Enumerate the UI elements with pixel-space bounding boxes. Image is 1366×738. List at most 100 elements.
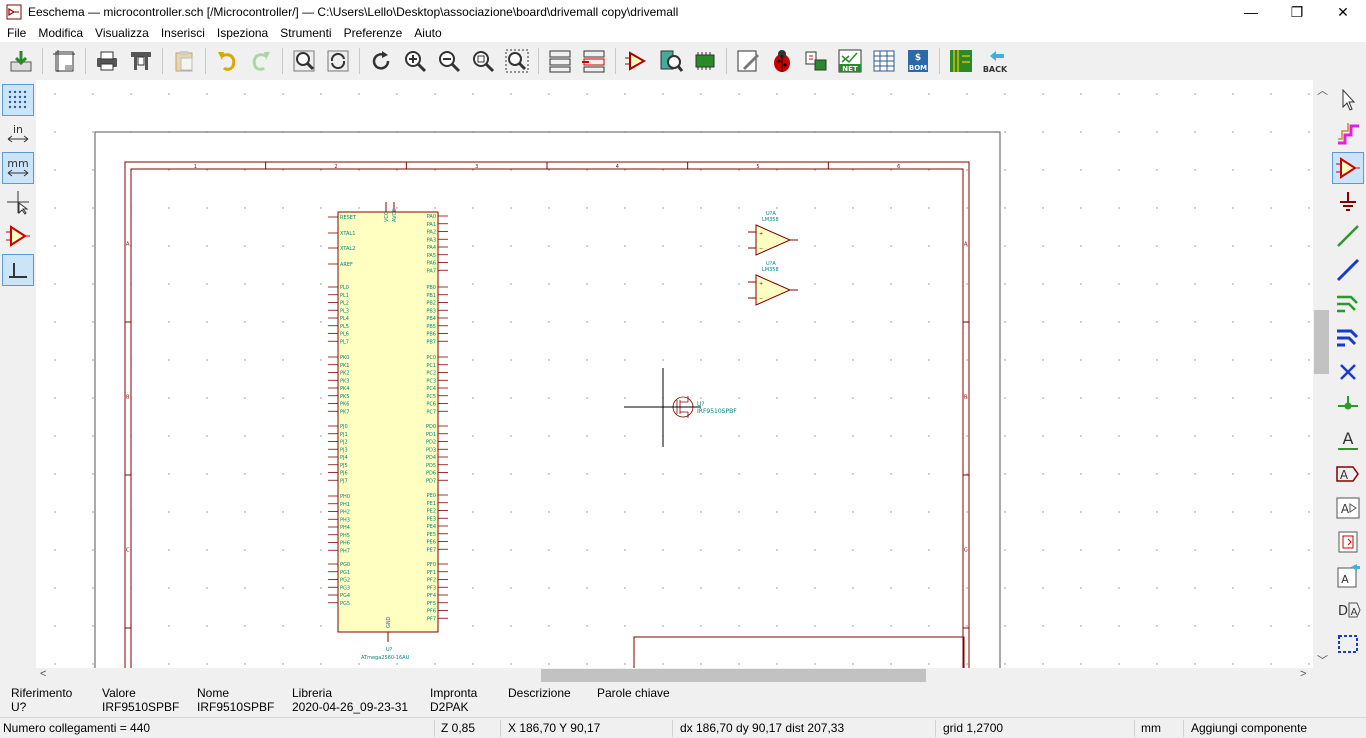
status-connections: Numero collegamenti = 440 [3, 721, 151, 735]
show-hidden-pins-button[interactable] [2, 220, 34, 252]
find-button[interactable] [289, 46, 319, 76]
opamp-1-symbol[interactable]: + − U?A LM358 [748, 211, 798, 256]
page-settings-button[interactable] [49, 46, 79, 76]
select-tool-button[interactable] [1332, 84, 1364, 116]
menu-visualizza[interactable]: Visualizza [95, 26, 149, 40]
add-sheet-button[interactable] [1332, 526, 1364, 558]
menu-modifica[interactable]: Modifica [38, 26, 84, 40]
menu-ispeziona[interactable]: Ispeziona [216, 26, 269, 40]
svg-text:A: A [1341, 573, 1349, 586]
add-hierarchical-label-button[interactable]: A [1332, 492, 1364, 524]
add-bus-button[interactable] [1332, 254, 1364, 286]
netlist-button[interactable]: NET [835, 46, 865, 76]
info-reference-label: Riferimento [11, 686, 73, 700]
redo-button[interactable] [246, 46, 276, 76]
maximize-button[interactable]: ❐ [1290, 3, 1304, 20]
pcbnew-button[interactable] [946, 46, 976, 76]
annotate-button[interactable] [690, 46, 720, 76]
undo-button[interactable] [212, 46, 242, 76]
opamp-2-body [755, 274, 792, 306]
zoom-in-button[interactable] [400, 46, 430, 76]
mcu-pin-label: PD3 [426, 447, 436, 453]
menu-file[interactable]: File [7, 26, 27, 40]
import-sheet-pin-button[interactable]: A [1332, 560, 1364, 592]
menu-preferenze[interactable]: Preferenze [343, 26, 403, 40]
wire-to-bus-entry-button[interactable] [1332, 288, 1364, 320]
save-button[interactable] [6, 46, 36, 76]
hierarchy-navigator-button[interactable] [545, 46, 575, 76]
wire-45-mode-button[interactable] [2, 254, 34, 286]
cursor-shape-button[interactable] [2, 186, 34, 218]
horizontal-scrollbar[interactable]: < > [36, 668, 1313, 683]
back-button[interactable]: BACK [980, 46, 1010, 76]
mcu-pin-label: PK2 [340, 371, 349, 377]
highlight-net-button[interactable] [1332, 118, 1364, 150]
erc-button[interactable] [767, 46, 797, 76]
symbol-fields-table-button[interactable] [869, 46, 899, 76]
vertical-scrollbar[interactable]: ︿ ﹀ [1313, 80, 1330, 668]
opamp-2-symbol[interactable]: + − U?A LM358 [748, 261, 798, 306]
mcu-pin-label: RESET [340, 215, 357, 221]
horizontal-scroll-thumb[interactable] [541, 669, 926, 682]
print-button[interactable] [92, 46, 122, 76]
assign-footprints-button[interactable] [801, 46, 831, 76]
zoom-out-button[interactable] [434, 46, 464, 76]
edit-fields-button[interactable] [733, 46, 763, 76]
back-label: BACK [983, 65, 1008, 74]
add-junction-button[interactable] [1332, 390, 1364, 422]
mcu-pin-label: PK7 [340, 409, 349, 415]
menu-aiuto[interactable]: Aiuto [414, 26, 442, 40]
mcu-pin-label: PJ7 [340, 478, 348, 484]
leave-sheet-button[interactable] [579, 46, 609, 76]
plot-button[interactable] [126, 46, 156, 76]
mcu-pin-label: PG2 [340, 578, 350, 584]
opamp-2-reference: U?A [766, 261, 776, 267]
add-label-button[interactable]: A [1332, 424, 1364, 456]
refresh-icon [372, 51, 390, 70]
find-replace-button[interactable] [323, 46, 353, 76]
mcu-pin-label: PJ2 [340, 440, 348, 446]
scroll-up-arrow[interactable]: ︿ [1317, 85, 1328, 97]
symbol-editor-button[interactable] [622, 46, 652, 76]
net-label: NET [842, 65, 858, 73]
frame-column-label: 2 [334, 164, 337, 170]
add-no-connect-button[interactable] [1332, 356, 1364, 388]
opamp-1-reference: U?A [766, 211, 776, 217]
bus-to-bus-entry-button[interactable] [1332, 322, 1364, 354]
add-global-label-button[interactable]: A [1332, 458, 1364, 490]
mcu-pin-label: PK3 [340, 378, 349, 384]
add-power-button[interactable] [1332, 186, 1364, 218]
scroll-left-arrow[interactable]: < [40, 668, 47, 680]
zoom-selection-button[interactable] [502, 46, 532, 76]
paste-button[interactable] [169, 46, 199, 76]
symbol-browser-button[interactable] [656, 46, 686, 76]
scroll-down-arrow[interactable]: ﹀ [1317, 655, 1328, 667]
mcu-pin-label: PL1 [340, 293, 349, 299]
minimize-button[interactable]: — [1244, 4, 1258, 20]
mcu-symbol[interactable]: RESETXTAL1XTAL2AREFPL0PL1PL2PL3PL4PL5PL6… [328, 202, 448, 661]
mcu-pin-label: PF5 [427, 601, 436, 607]
add-symbol-button[interactable] [1332, 152, 1364, 184]
add-graphic-lines-button[interactable] [1332, 628, 1364, 660]
sheet-icon [1338, 531, 1358, 553]
bom-button[interactable]: $BOM [903, 46, 933, 76]
menu-strumenti[interactable]: Strumenti [280, 26, 332, 40]
status-delta: dx 186,70 dy 90,17 dist 207,33 [680, 721, 845, 735]
units-inch-button[interactable]: in [2, 118, 34, 150]
vertical-scroll-thumb[interactable] [1314, 310, 1329, 374]
close-button[interactable]: ✕ [1337, 3, 1349, 20]
scroll-right-arrow[interactable]: > [1300, 668, 1307, 680]
mcu-pin-label: PK1 [340, 363, 349, 369]
mcu-pin-label: PF1 [427, 570, 436, 576]
menu-inserisci[interactable]: Inserisci [160, 26, 205, 40]
annotate-icon [695, 52, 715, 70]
mcu-pin-label: PH1 [340, 502, 350, 508]
add-wire-button[interactable] [1332, 220, 1364, 252]
toggle-grid-button[interactable] [2, 84, 34, 116]
zoom-fit-button[interactable] [468, 46, 498, 76]
units-mm-button[interactable]: mm [2, 152, 34, 184]
refresh-button[interactable] [366, 46, 396, 76]
